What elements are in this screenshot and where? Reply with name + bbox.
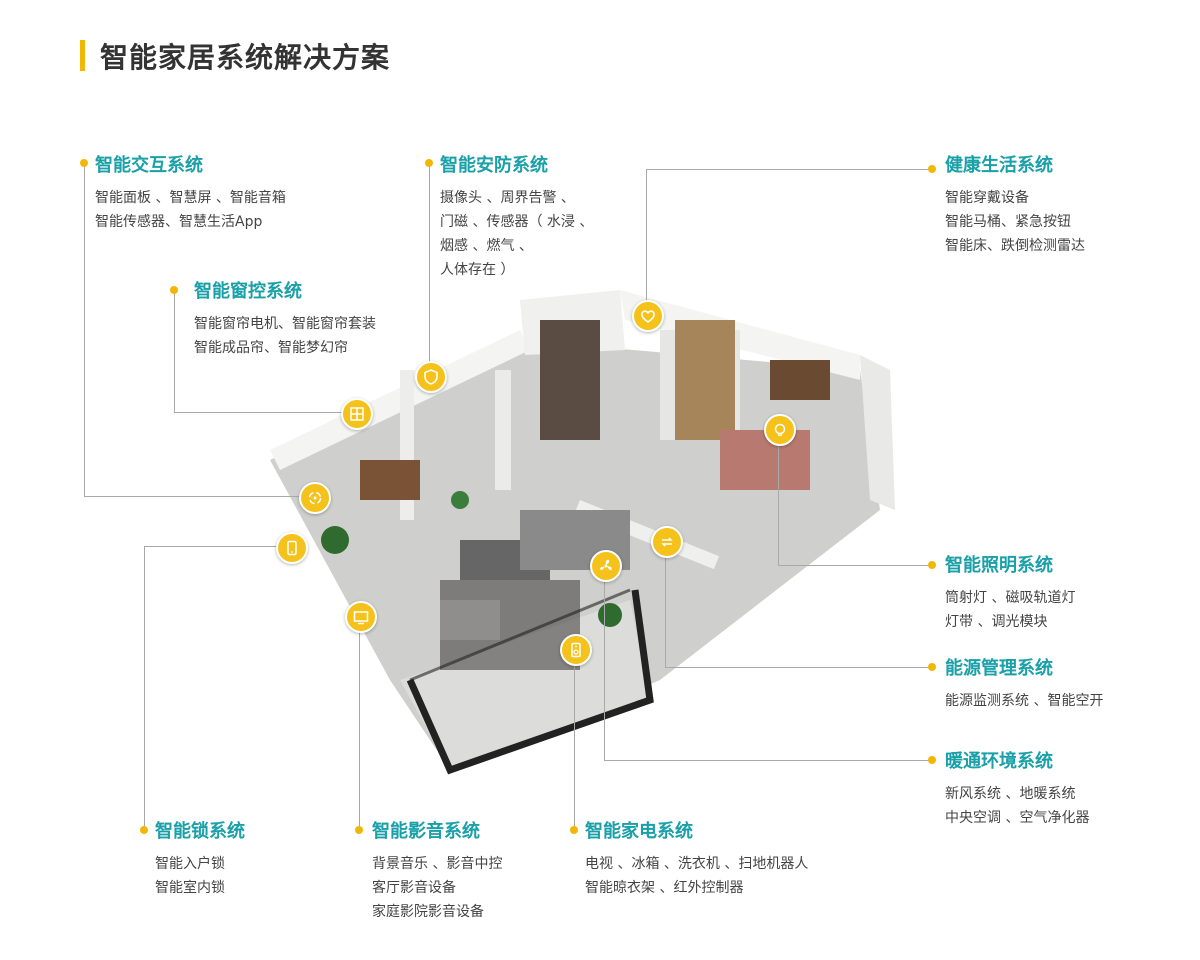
system-security-line: 烟感 、燃气 、	[440, 238, 533, 254]
system-health-line: 智能床、跌倒检测雷达	[945, 238, 1085, 254]
system-lock: 智能锁系统 智能入户锁 智能室内锁	[155, 821, 245, 900]
leader-window-v	[174, 290, 175, 412]
leader-energy-v	[665, 540, 666, 667]
system-security-line: 摄像头 、周界告警 、	[440, 190, 575, 206]
system-security-title: 智能安防系统	[440, 155, 548, 176]
system-av-title: 智能影音系统	[372, 821, 480, 842]
dot-av	[355, 826, 363, 834]
system-appliance-line: 电视 、冰箱 、洗衣机 、扫地机器人	[585, 856, 809, 872]
system-health-line: 智能穿戴设备	[945, 190, 1029, 206]
speaker-icon[interactable]	[560, 634, 592, 666]
page-title: 智能家居系统解决方案	[100, 41, 391, 74]
leader-health-v	[646, 169, 647, 312]
floorplan-illustration	[270, 290, 895, 775]
dot-hvac	[928, 756, 936, 764]
system-interaction: 智能交互系统 智能面板 、智慧屏 、智能音箱 智能传感器、智慧生活App	[95, 155, 286, 234]
dot-health	[928, 165, 936, 173]
system-lighting-line: 筒射灯 、磁吸轨道灯	[945, 590, 1076, 606]
system-hvac-line: 中央空调 、空气净化器	[945, 810, 1090, 826]
system-lock-title: 智能锁系统	[155, 821, 245, 842]
system-window-line: 智能窗帘电机、智能窗帘套装	[194, 316, 376, 332]
system-interaction-line: 智能面板 、智慧屏 、智能音箱	[95, 190, 286, 206]
system-energy-title: 能源管理系统	[945, 658, 1053, 679]
system-appliance-title: 智能家电系统	[585, 821, 693, 842]
title-accent-bar	[80, 40, 85, 71]
system-health: 健康生活系统 智能穿戴设备 智能马桶、紧急按钮 智能床、跌倒检测雷达	[945, 155, 1085, 258]
system-health-line: 智能马桶、紧急按钮	[945, 214, 1071, 230]
system-hvac: 暖通环境系统 新风系统 、地暖系统 中央空调 、空气净化器	[945, 751, 1089, 830]
system-security-line: 人体存在 ）	[440, 262, 515, 278]
system-window-line: 智能成品帘、智能梦幻帘	[194, 340, 348, 356]
system-lock-line: 智能入户锁	[155, 856, 225, 872]
system-health-title: 健康生活系统	[945, 155, 1053, 176]
leader-lock-h	[144, 546, 290, 547]
dot-appliance	[570, 826, 578, 834]
leader-hvac-h	[604, 760, 932, 761]
system-window-title: 智能窗控系统	[194, 281, 302, 302]
heart-icon[interactable]	[632, 300, 664, 332]
leader-window-h	[174, 412, 354, 413]
leader-interaction-v	[84, 163, 85, 496]
leader-interaction-h	[84, 496, 304, 497]
leader-lock-v	[144, 546, 145, 829]
leader-health-h	[646, 169, 932, 170]
system-av-line: 家庭影院影音设备	[372, 904, 484, 920]
dot-security	[425, 159, 433, 167]
system-appliance: 智能家电系统 电视 、冰箱 、洗衣机 、扫地机器人 智能晾衣架 、红外控制器	[585, 821, 808, 900]
leader-lighting-v	[778, 428, 779, 565]
leader-appliance-v	[574, 648, 575, 829]
dot-lock	[140, 826, 148, 834]
leader-av-v	[359, 615, 360, 829]
fan-icon[interactable]	[590, 550, 622, 582]
system-av-line: 背景音乐 、影音中控	[372, 856, 503, 872]
system-interaction-line: 智能传感器、智慧生活App	[95, 214, 263, 230]
system-security-line: 门磁 、传感器（ 水浸 、	[440, 214, 594, 230]
system-interaction-title: 智能交互系统	[95, 155, 203, 176]
system-lighting-line: 灯带 、调光模块	[945, 614, 1048, 630]
system-lighting-title: 智能照明系统	[945, 555, 1053, 576]
bulb-icon[interactable]	[764, 414, 796, 446]
dot-lighting	[928, 561, 936, 569]
dot-window	[170, 286, 178, 294]
dot-energy	[928, 663, 936, 671]
tv-icon[interactable]	[345, 601, 377, 633]
system-av: 智能影音系统 背景音乐 、影音中控 客厅影音设备 家庭影院影音设备	[372, 821, 502, 924]
interaction-icon[interactable]	[299, 482, 331, 514]
leader-hvac-v	[604, 564, 605, 760]
dot-interaction	[80, 159, 88, 167]
system-lighting: 智能照明系统 筒射灯 、磁吸轨道灯 灯带 、调光模块	[945, 555, 1075, 634]
shield-icon[interactable]	[415, 361, 447, 393]
phone-icon[interactable]	[276, 532, 308, 564]
system-energy-line: 能源监测系统 、智能空开	[945, 693, 1104, 709]
system-av-line: 客厅影音设备	[372, 880, 456, 896]
system-hvac-title: 暖通环境系统	[945, 751, 1053, 772]
system-energy: 能源管理系统 能源监测系统 、智能空开	[945, 658, 1103, 713]
energy-icon[interactable]	[651, 526, 683, 558]
curtain-icon[interactable]	[341, 398, 373, 430]
system-lock-line: 智能室内锁	[155, 880, 225, 896]
system-hvac-line: 新风系统 、地暖系统	[945, 786, 1076, 802]
system-appliance-line: 智能晾衣架 、红外控制器	[585, 880, 744, 896]
system-security: 智能安防系统 摄像头 、周界告警 、 门磁 、传感器（ 水浸 、 烟感 、燃气 …	[440, 155, 593, 282]
leader-energy-h	[665, 667, 932, 668]
leader-security-v	[429, 163, 430, 369]
leader-lighting-h	[778, 565, 932, 566]
system-window: 智能窗控系统 智能窗帘电机、智能窗帘套装 智能成品帘、智能梦幻帘	[194, 281, 376, 360]
